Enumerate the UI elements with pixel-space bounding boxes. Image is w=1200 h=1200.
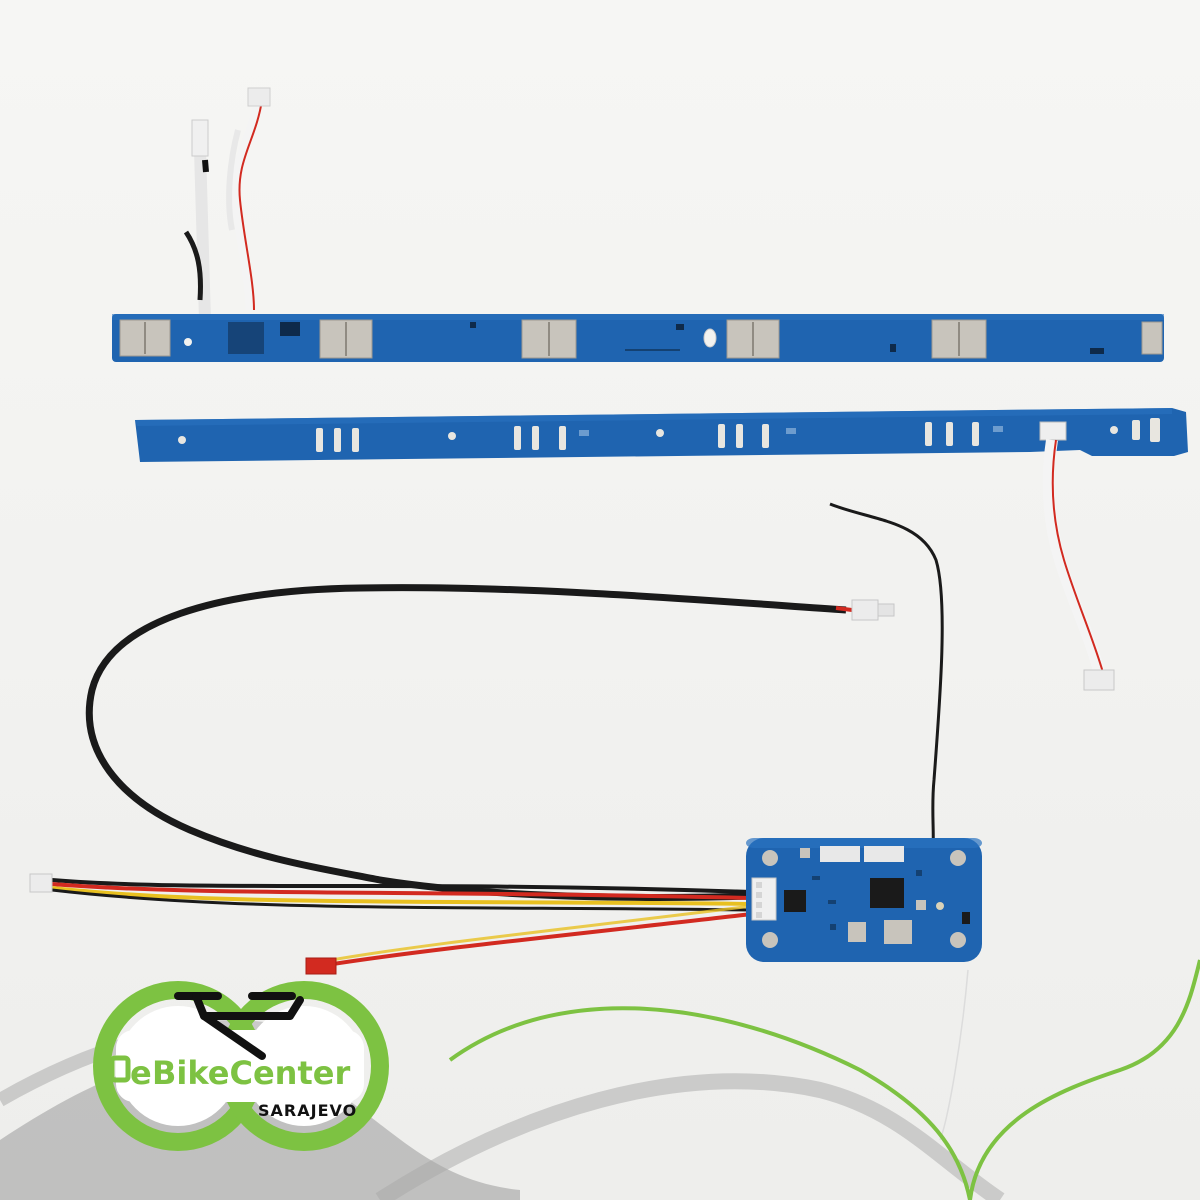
plug-icon <box>100 1055 131 1083</box>
strip-connector <box>1039 421 1067 441</box>
logo-brand-name: BikeCenter <box>152 1054 350 1092</box>
logo-city: SARAJEVO <box>258 1101 357 1120</box>
harness-connector-red <box>305 957 337 975</box>
bottom-balance-strip <box>135 408 1188 462</box>
bms-harness-connector <box>751 877 777 921</box>
strip-lead-wire <box>1042 439 1115 691</box>
bms-chip <box>870 878 904 908</box>
top-strip-wires <box>183 87 271 321</box>
thin-sensor-wire <box>829 502 944 869</box>
loop-cable-connector <box>851 599 879 621</box>
harness-wires <box>29 873 753 975</box>
bms-main-board <box>746 838 982 962</box>
lead-wire-connector <box>1083 669 1115 691</box>
faint-shadow-line <box>939 969 969 1141</box>
thermistor-plug <box>191 119 209 157</box>
top-balance-strip <box>112 314 1164 362</box>
bicycle-icon <box>174 992 304 1060</box>
ebikecenter-logo: e BikeCenter SARAJEVO <box>93 981 389 1151</box>
logo-brand-prefix: e <box>130 1054 152 1092</box>
top-wire-connector <box>247 87 271 107</box>
harness-connector-left <box>29 873 53 893</box>
